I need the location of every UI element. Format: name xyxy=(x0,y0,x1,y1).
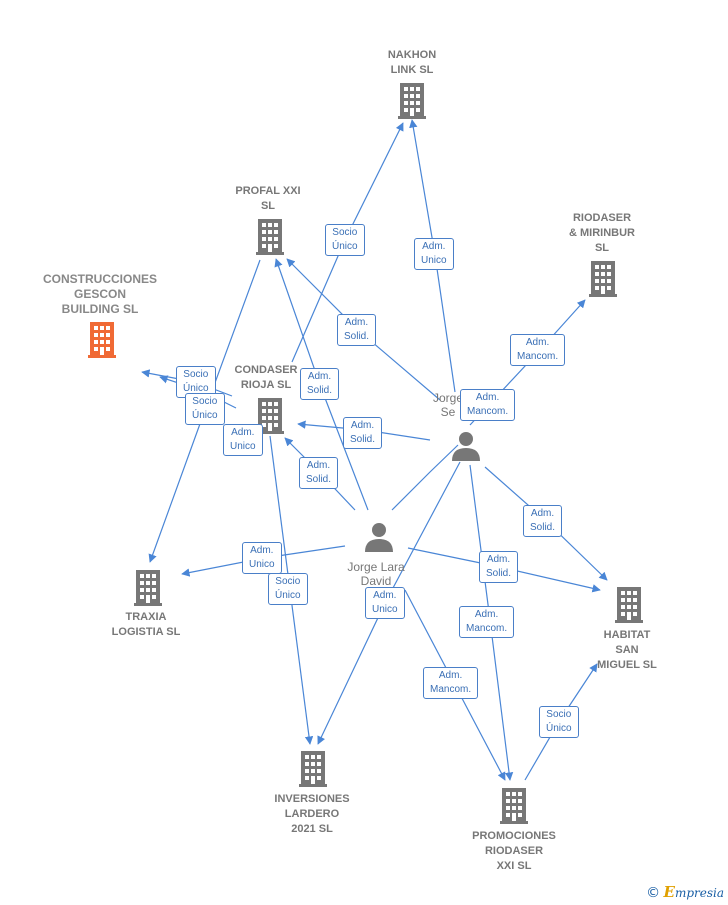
building-icon xyxy=(615,587,643,623)
person-icon xyxy=(365,523,393,552)
company-habitat-san-miguel[interactable]: HABITAT SAN MIGUEL SL xyxy=(597,629,657,671)
edge-label-adm-unico[interactable]: Adm.Unico xyxy=(365,587,405,619)
building-icon xyxy=(134,570,162,606)
edge-label-adm-solid[interactable]: Adm.Solid. xyxy=(523,505,563,537)
edge-label-adm-unico[interactable]: Adm.Unico xyxy=(414,238,454,270)
building-icon xyxy=(398,83,426,119)
edge-label-adm-mancom[interactable]: Adm.Mancom. xyxy=(510,334,566,366)
building-icon xyxy=(256,219,284,255)
building-icon xyxy=(299,751,327,787)
person-jorge-lara-david[interactable]: Jorge Lara David xyxy=(347,560,405,588)
edge-label-adm-mancom[interactable]: Adm.Mancom. xyxy=(459,606,515,638)
company-nakhon-link[interactable]: NAKHON LINK SL xyxy=(387,49,437,76)
company-riodaser-mirinbur[interactable]: RIODASER & MIRINBUR SL xyxy=(569,212,635,254)
empresia-logo: © Empresia xyxy=(646,883,724,901)
edge-label-adm-unico[interactable]: Adm.Unico xyxy=(242,542,282,574)
building-icon xyxy=(500,788,528,824)
edge-label-adm-solid[interactable]: Adm.Solid. xyxy=(479,551,519,583)
edge-label-adm-unico[interactable]: Adm.Unico xyxy=(223,424,263,456)
person-jorge-se[interactable]: Jorge Se xyxy=(432,391,464,419)
edge-label-adm-solid[interactable]: Adm.Solid. xyxy=(343,417,383,449)
edge-label-adm-solid[interactable]: Adm.Solid. xyxy=(337,314,377,346)
company-promociones-riodaser[interactable]: PROMOCIONES RIODASER XXI SL xyxy=(472,830,556,872)
company-condaser-rioja[interactable]: CONDASER RIOJA SL xyxy=(234,364,298,391)
company-traxia-logistia[interactable]: TRAXIA LOGISTIA SL xyxy=(111,611,181,638)
building-icon xyxy=(88,322,116,358)
company-inversiones-lardero[interactable]: INVERSIONES LARDERO 2021 SL xyxy=(274,793,350,835)
edge-jorge-lara-to-jorge-se xyxy=(391,444,459,511)
company-profal-xxi[interactable]: PROFAL XXI SL xyxy=(235,185,301,212)
company-construcciones-gescon[interactable]: CONSTRUCCIONES GESCON BUILDING SL xyxy=(42,272,158,316)
edge-label-adm-mancom[interactable]: Adm.Mancom. xyxy=(460,389,516,421)
edge-label-adm-solid[interactable]: Adm.Solid. xyxy=(300,368,340,400)
building-icon xyxy=(589,261,617,297)
edge-label-adm-mancom[interactable]: Adm.Mancom. xyxy=(423,667,479,699)
edge-label-adm-solid[interactable]: Adm.Solid. xyxy=(299,457,339,489)
